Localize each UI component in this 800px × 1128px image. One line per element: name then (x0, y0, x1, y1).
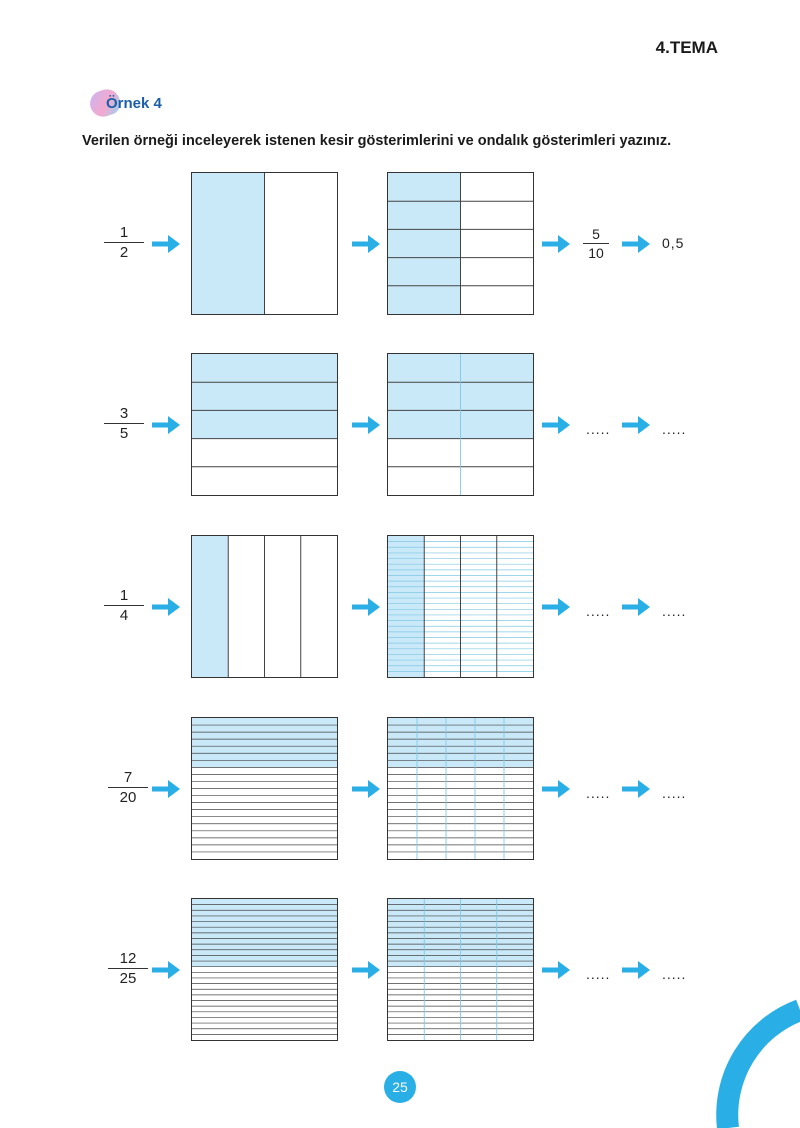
grid-svg (388, 899, 533, 1040)
fraction-answer-blank[interactable]: ..... (586, 602, 611, 619)
arrow-icon (350, 414, 382, 436)
fraction-denominator: 4 (119, 606, 129, 624)
grid-svg (388, 173, 533, 314)
arrow-icon (150, 414, 182, 436)
fraction-model-grid (191, 172, 338, 315)
corner-decoration (716, 999, 800, 1128)
shaded-region (388, 718, 533, 768)
grid-svg (388, 354, 533, 495)
arrow-icon (350, 959, 382, 981)
fraction-numerator: 12 (119, 949, 137, 967)
grid-svg (192, 718, 337, 853)
shaded-region (192, 536, 229, 677)
fraction-model-grid (191, 535, 338, 678)
decimal-answer-blank[interactable]: ..... (662, 965, 687, 982)
arrow-icon (150, 959, 182, 981)
arrow-icon (540, 233, 572, 255)
fraction-answer-blank[interactable]: ..... (586, 420, 611, 437)
decimal-answer-blank[interactable]: ..... (662, 420, 687, 437)
fraction-model-grid (191, 717, 338, 860)
subdivided-model-grid (387, 717, 534, 860)
grid-svg (192, 354, 337, 468)
fraction-denominator: 2 (119, 243, 129, 261)
fraction-numerator: 1 (119, 586, 129, 604)
arrow-icon (620, 414, 652, 436)
arrow-icon (350, 233, 382, 255)
fraction-model-grid (191, 898, 338, 1041)
fraction-bar (104, 604, 144, 606)
fraction-bar (104, 422, 144, 424)
fraction-numerator: 7 (123, 768, 133, 786)
arrow-icon (540, 596, 572, 618)
shaded-region (192, 173, 265, 314)
subdivided-model-grid (387, 898, 534, 1041)
arrow-icon (540, 778, 572, 800)
arrow-icon (540, 959, 572, 981)
theme-title: 4.TEMA (655, 38, 718, 57)
subdivided-model-grid (387, 535, 534, 678)
arrow-icon (350, 596, 382, 618)
arrow-icon (350, 778, 382, 800)
example-badge: Örnek 4 (86, 86, 198, 120)
fraction-model-grid (191, 353, 338, 496)
shaded-region (388, 536, 425, 677)
decimal-answer-blank[interactable]: ..... (662, 784, 687, 801)
shaded-region (388, 173, 461, 314)
fraction-answer-blank[interactable]: ..... (586, 784, 611, 801)
fraction-numerator: 1 (119, 223, 129, 241)
grid-svg (192, 173, 265, 314)
instruction-text: Verilen örneği inceleyerek istenen kesir… (82, 133, 672, 149)
shaded-region (192, 718, 337, 768)
fraction-denominator: 5 (119, 424, 129, 442)
grid-svg (388, 718, 533, 859)
grid-svg (192, 899, 337, 1035)
subdivided-model-grid (387, 172, 534, 315)
arrow-icon (150, 596, 182, 618)
arrow-icon (150, 778, 182, 800)
grid-svg (192, 536, 302, 677)
fraction-bar (583, 242, 609, 244)
arrow-icon (620, 778, 652, 800)
equivalent-denominator: 10 (588, 244, 604, 261)
arrow-icon (620, 596, 652, 618)
shaded-region (192, 354, 337, 439)
example-label: Örnek 4 (106, 95, 162, 112)
grid-svg (388, 536, 533, 677)
fraction-denominator: 20 (119, 788, 137, 806)
fraction-numerator: 3 (119, 404, 129, 422)
arrow-icon (150, 233, 182, 255)
fraction-answer-blank[interactable]: ..... (586, 965, 611, 982)
page-number: 25 (384, 1071, 416, 1103)
fraction-bar (108, 786, 148, 788)
decimal-answer-blank[interactable]: ..... (662, 602, 687, 619)
arrow-icon (620, 233, 652, 255)
arrow-icon (540, 414, 572, 436)
equivalent-numerator: 5 (592, 225, 600, 242)
fraction-bar (108, 967, 148, 969)
arrow-icon (620, 959, 652, 981)
subdivided-model-grid (387, 353, 534, 496)
fraction-denominator: 25 (119, 969, 137, 987)
fraction-bar (104, 241, 144, 243)
decimal-value: 0,5 (662, 234, 685, 251)
